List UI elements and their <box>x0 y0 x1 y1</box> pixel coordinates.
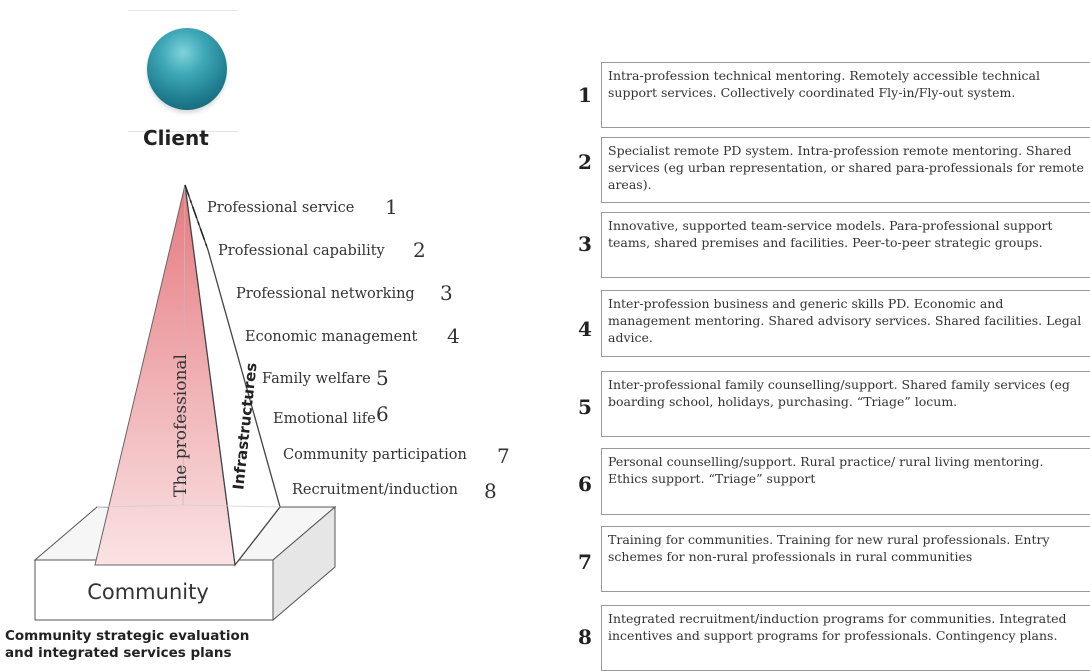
service-number: 4 <box>578 317 592 341</box>
layer-label-family-welfare: Family welfare <box>262 371 371 387</box>
layer-number-5: 5 <box>376 366 389 390</box>
service-number: 3 <box>578 232 592 256</box>
service-description: Training for communities. Training for n… <box>601 526 1090 592</box>
service-description: Inter-profession business and generic sk… <box>601 290 1090 357</box>
community-caption: Community strategic evaluation and integ… <box>5 628 249 662</box>
service-description: Integrated recruitment/induction program… <box>601 605 1090 671</box>
community-label: Community <box>87 580 209 604</box>
community-caption-line-1: Community strategic evaluation <box>5 628 250 644</box>
service-description: Personal counselling/support. Rural prac… <box>601 448 1090 515</box>
layer-label-economic-management: Economic management <box>245 329 418 345</box>
client-label: Client <box>143 126 209 150</box>
service-description: Specialist remote PD system. Intra-profe… <box>601 137 1090 203</box>
layer-number-3: 3 <box>440 281 453 305</box>
service-number: 2 <box>578 150 592 174</box>
service-number: 5 <box>578 395 592 419</box>
pyramid-base-back <box>96 504 184 508</box>
layer-number-7: 7 <box>497 444 510 468</box>
service-description: Inter-professional family counselling/su… <box>601 371 1090 437</box>
layer-number-2: 2 <box>413 238 426 262</box>
service-number: 7 <box>578 550 592 574</box>
pyramid-edge-back <box>182 184 186 506</box>
infrastructure-top-edge <box>184 184 209 251</box>
service-number: 1 <box>578 83 592 107</box>
layer-number-1: 1 <box>385 195 398 219</box>
layer-label-community-participation: Community participation <box>283 447 467 463</box>
community-caption-line-2: and integrated services plans <box>5 645 232 661</box>
layer-label-recruitment-induction: Recruitment/induction <box>292 482 458 498</box>
layer-number-6: 6 <box>376 402 389 426</box>
service-number: 6 <box>578 472 592 496</box>
client-sphere-icon <box>147 28 227 110</box>
service-number: 8 <box>578 625 592 649</box>
layer-label-professional-service: Professional service <box>207 200 355 216</box>
pyramid-graphic <box>33 184 337 622</box>
client-frame <box>128 10 238 132</box>
layer-label-professional-networking: Professional networking <box>236 286 415 302</box>
layer-number-8: 8 <box>484 479 497 503</box>
layer-label-emotional-life: Emotional life <box>273 411 376 427</box>
pyramid-base-back-right <box>182 504 281 508</box>
service-description: Intra-profession technical mentoring. Re… <box>601 62 1090 128</box>
community-slab-side <box>272 505 336 622</box>
layer-label-professional-capability: Professional capability <box>218 243 385 259</box>
layer-number-4: 4 <box>447 324 460 348</box>
professional-vertical-label: The professional <box>171 354 191 497</box>
service-description: Innovative, supported team-service model… <box>601 212 1090 278</box>
client-graphic <box>128 10 238 132</box>
